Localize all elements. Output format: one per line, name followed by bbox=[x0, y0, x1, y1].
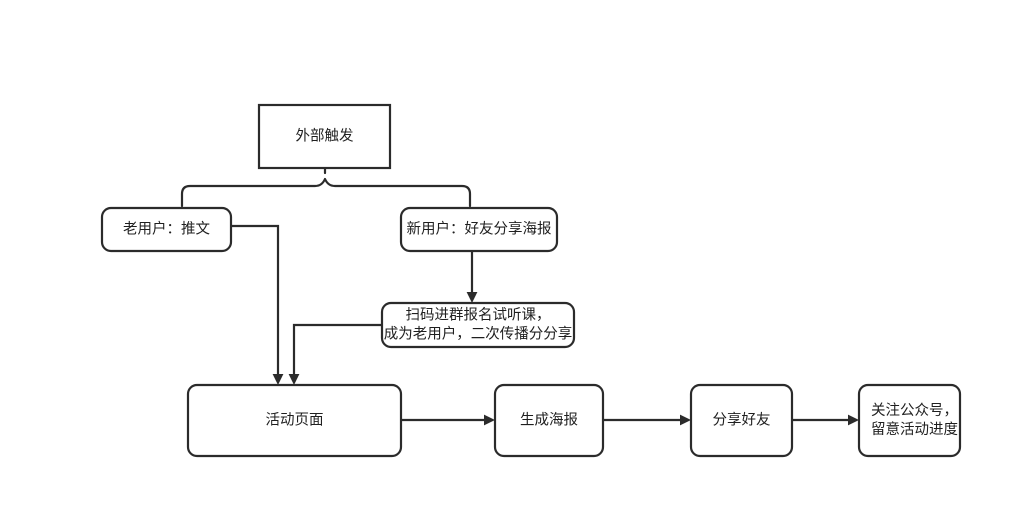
connector-new-user-to-scan bbox=[466, 251, 478, 303]
node-scan-join-group[interactable]: 扫码进群报名试听课， 成为老用户，二次传播分分享 bbox=[380, 301, 576, 349]
connector-scan-to-activity bbox=[288, 323, 382, 385]
node-follow-account[interactable]: 关注公众号，留意活动进度 bbox=[857, 383, 962, 458]
node-old-user-label: 老用户：推文 bbox=[123, 220, 210, 237]
node-new-user-shape[interactable] bbox=[399, 206, 559, 253]
connector-poster-to-share bbox=[603, 414, 691, 426]
connector-share-to-follow-arrowhead bbox=[848, 414, 859, 426]
node-follow-account-label: 关注公众号， bbox=[871, 402, 958, 419]
node-activity-page[interactable]: 活动页面 bbox=[186, 383, 403, 458]
connector-activity-to-poster bbox=[401, 414, 495, 426]
node-external-trigger[interactable]: 外部触发 bbox=[257, 103, 392, 170]
node-new-user[interactable]: 新用户：好友分享海报 bbox=[399, 206, 559, 253]
connector-scan-to-activity-arrowhead bbox=[288, 374, 300, 385]
node-generate-poster-shape[interactable] bbox=[493, 383, 605, 458]
node-follow-account-label: 留意活动进度 bbox=[871, 420, 958, 438]
node-old-user[interactable]: 老用户：推文 bbox=[100, 206, 233, 253]
node-scan-join-group-shape[interactable] bbox=[380, 301, 576, 349]
node-new-user-label: 新用户：好友分享海报 bbox=[407, 220, 552, 237]
node-share-friend-label: 分享好友 bbox=[713, 411, 771, 428]
node-activity-page-label: 活动页面 bbox=[266, 411, 324, 428]
node-share-friend-shape[interactable] bbox=[689, 383, 794, 458]
connector-trigger-fork-line bbox=[180, 166, 472, 208]
node-activity-page-shape[interactable] bbox=[186, 383, 403, 458]
connector-old-user-to-activity bbox=[231, 224, 284, 385]
node-scan-join-group-label: 成为老用户，二次传播分分享 bbox=[384, 325, 573, 342]
connector-old-user-to-activity-arrowhead bbox=[272, 374, 284, 385]
node-external-trigger-label: 外部触发 bbox=[296, 127, 354, 144]
connector-poster-to-share-arrowhead bbox=[680, 414, 691, 426]
node-generate-poster[interactable]: 生成海报 bbox=[493, 383, 605, 458]
node-external-trigger-shape[interactable] bbox=[257, 103, 392, 170]
node-follow-account-shape[interactable] bbox=[857, 383, 962, 458]
node-generate-poster-label: 生成海报 bbox=[520, 411, 578, 428]
connector-layer bbox=[180, 166, 859, 426]
node-scan-join-group-label: 扫码进群报名试听课， bbox=[406, 306, 551, 323]
connector-share-to-follow bbox=[792, 414, 859, 426]
node-share-friend[interactable]: 分享好友 bbox=[689, 383, 794, 458]
node-old-user-shape[interactable] bbox=[100, 206, 233, 253]
connector-old-user-to-activity-line bbox=[231, 224, 280, 377]
connector-scan-to-activity-line bbox=[292, 323, 382, 377]
connector-activity-to-poster-arrowhead bbox=[484, 414, 495, 426]
connector-trigger-fork bbox=[180, 166, 472, 208]
connector-new-user-to-scan-arrowhead bbox=[466, 292, 478, 303]
